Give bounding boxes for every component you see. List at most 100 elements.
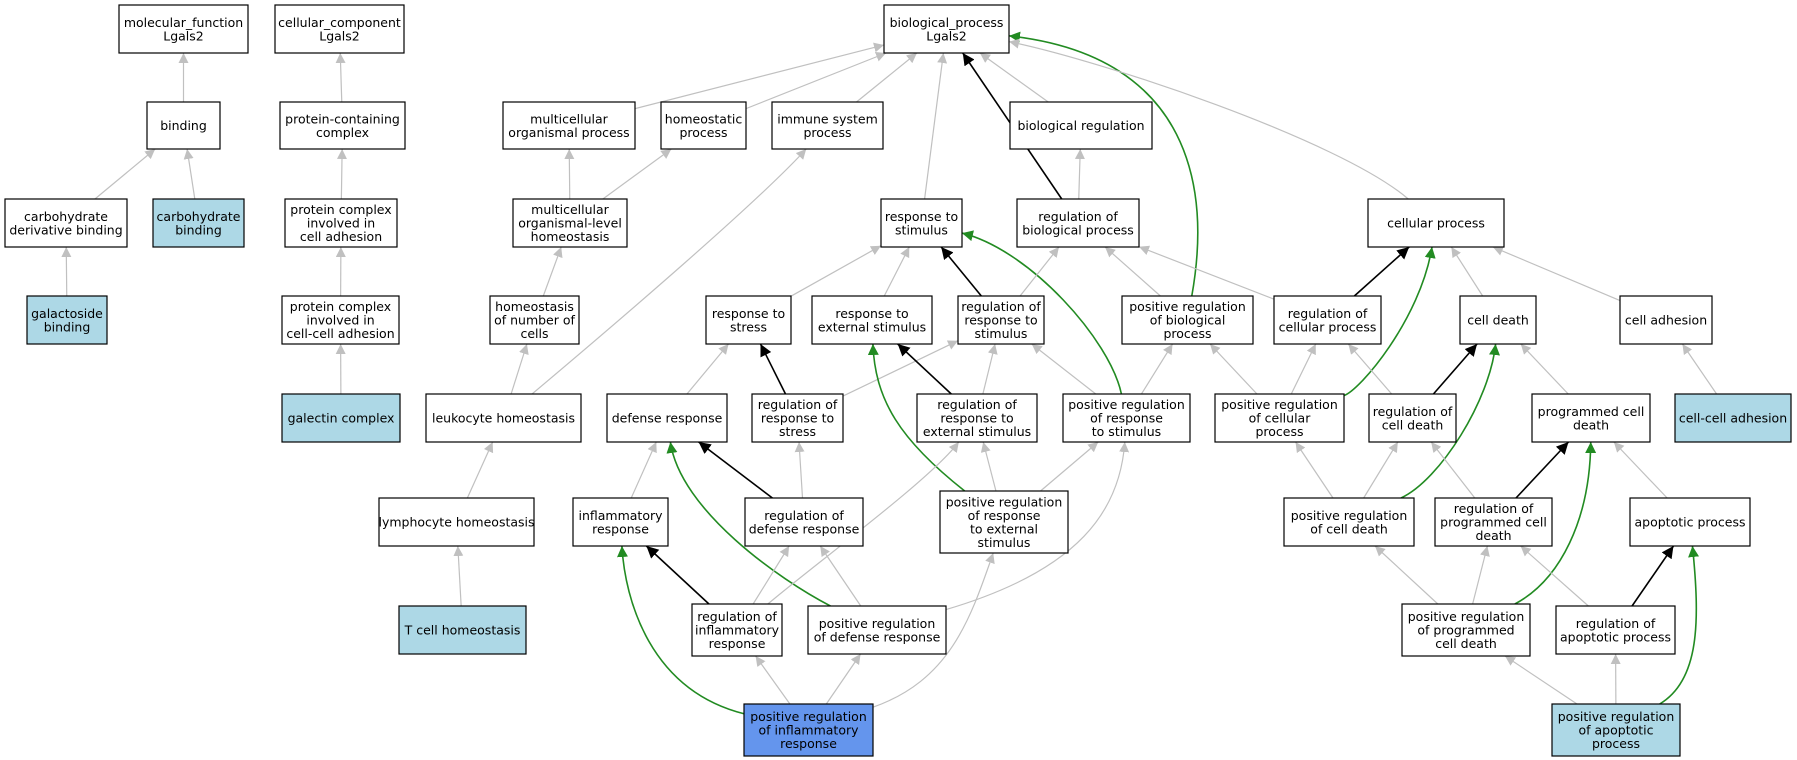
node-box[interactable]	[811, 295, 933, 345]
node-cadh[interactable]: cell adhesion	[1619, 295, 1713, 345]
node-lymh[interactable]: lymphocyte homeostasis	[378, 497, 535, 547]
node-box[interactable]	[883, 4, 1010, 54]
node-lh[interactable]: leukocyte homeostasis	[425, 393, 582, 443]
node-ap[interactable]: apoptotic process	[1629, 497, 1751, 547]
node-box[interactable]	[1674, 393, 1792, 443]
node-box[interactable]	[572, 497, 669, 547]
node-box[interactable]	[1283, 497, 1415, 547]
node-box[interactable]	[1273, 295, 1382, 345]
node-box[interactable]	[1531, 393, 1651, 443]
node-dr[interactable]: defense response	[606, 393, 728, 443]
node-box[interactable]	[1016, 198, 1140, 248]
node-cp[interactable]: cellular process	[1367, 198, 1505, 248]
node-box[interactable]	[4, 198, 128, 248]
node-box[interactable]	[744, 497, 864, 547]
node-tch[interactable]: T cell homeostasis	[398, 605, 527, 655]
node-box[interactable]	[502, 101, 636, 150]
node-box[interactable]	[691, 603, 783, 657]
node-box[interactable]	[489, 295, 580, 345]
node-box[interactable]	[1214, 393, 1345, 443]
node-box[interactable]	[146, 101, 221, 150]
node-box[interactable]	[1062, 393, 1191, 443]
node-box[interactable]	[274, 4, 405, 54]
node-box[interactable]	[152, 198, 245, 248]
node-box[interactable]	[743, 703, 874, 757]
node-box[interactable]	[606, 393, 728, 443]
node-box[interactable]	[26, 295, 108, 345]
node-box[interactable]	[1368, 393, 1457, 443]
node-galc[interactable]: galectin complex	[281, 393, 401, 443]
node-box[interactable]	[660, 101, 747, 150]
node-box[interactable]	[916, 393, 1038, 443]
node-box[interactable]	[512, 198, 628, 248]
node-box[interactable]	[807, 605, 947, 655]
node-box[interactable]	[398, 605, 527, 655]
node-box[interactable]	[751, 393, 844, 443]
node-box[interactable]	[771, 101, 884, 150]
node-box[interactable]	[1009, 101, 1153, 150]
node-box[interactable]	[378, 497, 535, 547]
node-box[interactable]	[957, 295, 1045, 345]
node-box[interactable]	[1551, 703, 1681, 757]
node-breg[interactable]: biological regulation	[1009, 101, 1153, 150]
node-binding[interactable]: binding	[146, 101, 221, 150]
node-box[interactable]	[880, 198, 963, 248]
node-box[interactable]	[281, 295, 400, 345]
node-box[interactable]	[425, 393, 582, 443]
node-box[interactable]	[1459, 295, 1537, 345]
node-box[interactable]	[705, 295, 792, 345]
node-box[interactable]	[279, 101, 406, 150]
node-box[interactable]	[284, 198, 398, 248]
node-box[interactable]	[1555, 605, 1676, 655]
node-box[interactable]	[118, 4, 249, 54]
node-box[interactable]	[1629, 497, 1751, 547]
node-box[interactable]	[1619, 295, 1713, 345]
node-box[interactable]	[939, 490, 1069, 554]
node-box[interactable]	[1121, 295, 1254, 345]
node-cdeath[interactable]: cell death	[1459, 295, 1537, 345]
node-box[interactable]	[1367, 198, 1505, 248]
node-cca[interactable]: cell-cell adhesion	[1674, 393, 1792, 443]
node-box[interactable]	[1401, 603, 1531, 657]
node-box[interactable]	[1434, 497, 1553, 547]
node-box[interactable]	[281, 393, 401, 443]
